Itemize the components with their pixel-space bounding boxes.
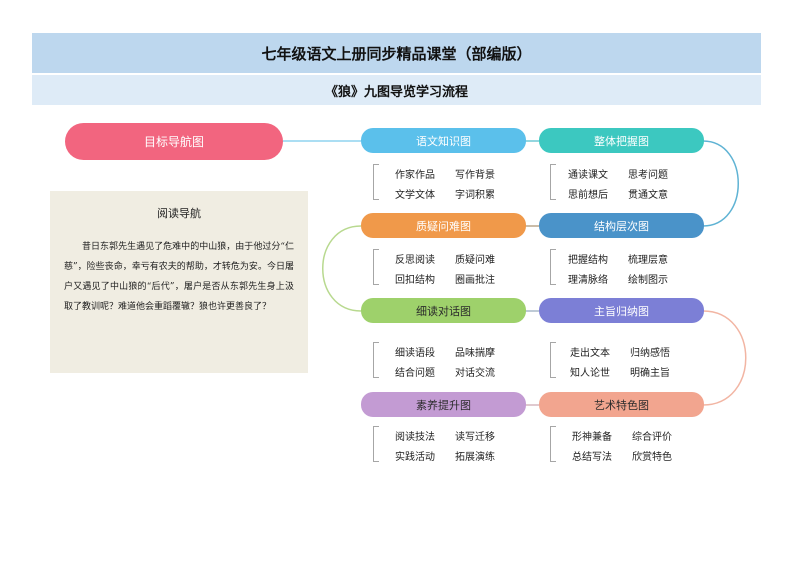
list-item: 综合评价 [632,432,672,443]
list-item: 把握结构 [568,255,608,266]
list-item: 写作背景 [455,170,495,181]
list-item: 通读课文 [568,170,608,181]
node-items-questioning: 反思阅读 质疑问难 回扣结构 圈画批注 [373,247,523,287]
list-item: 思考问题 [628,170,668,181]
list-item: 字词积累 [455,190,495,201]
list-item: 结合问题 [395,368,435,379]
node-language-knowledge[interactable]: 语文知识图 [361,128,526,153]
node-items-close-reading: 细读语段 品味揣摩 结合问题 对话交流 [373,340,523,380]
connector-node6-to-node8 [702,310,747,406]
node-theme-summary[interactable]: 主旨归纳图 [539,298,704,323]
list-item: 形神兼备 [572,432,612,443]
bracket-line [373,426,379,462]
node-items-theme-summary: 走出文本 归纳感悟 知人论世 明确主旨 [550,340,700,380]
list-item: 作家作品 [395,170,435,181]
connector-node2-to-node4 [702,140,739,227]
list-item: 欣赏特色 [632,452,672,463]
node-questioning[interactable]: 质疑问难图 [361,213,526,238]
page-title: 七年级语文上册同步精品课堂（部编版） [32,33,761,73]
list-item: 读写迁移 [455,432,495,443]
connector-node3-to-node5 [322,225,362,312]
list-item: 文学文体 [395,190,435,201]
list-item: 归纳感悟 [630,348,670,359]
node-items-literacy-enhancement: 阅读技法 读写迁移 实践活动 拓展演练 [373,424,523,464]
list-item: 回扣结构 [395,275,435,286]
bracket-line [550,342,556,378]
root-node-goal-navigation[interactable]: 目标导航图 [65,123,283,160]
node-structure-levels[interactable]: 结构层次图 [539,213,704,238]
node-items-structure-levels: 把握结构 梳理层意 理清脉络 绘制图示 [550,247,700,287]
node-label: 整体把握图 [594,134,649,148]
node-artistic-features[interactable]: 艺术特色图 [539,392,704,417]
node-label: 素养提升图 [416,398,471,412]
node-items-language-knowledge: 作家作品 写作背景 文学文体 字词积累 [373,162,523,202]
node-overall-grasp[interactable]: 整体把握图 [539,128,704,153]
bracket-line [550,426,556,462]
bracket-line [373,342,379,378]
node-label: 艺术特色图 [594,398,649,412]
reading-guide-title: 阅读导航 [157,207,201,220]
list-item: 圈画批注 [455,275,495,286]
node-close-reading[interactable]: 细读对话图 [361,298,526,323]
list-item: 思前想后 [568,190,608,201]
list-item: 拓展演练 [455,452,495,463]
list-item: 反思阅读 [395,255,435,266]
list-item: 总结写法 [572,452,612,463]
page-subtitle: 《狼》九图导览学习流程 [32,75,761,105]
reading-guide-body: 昔日东郭先生遇见了危难中的中山狼，由于他过分“仁慈”，险些丧命，幸亏有农夫的帮助… [64,242,294,312]
node-literacy-enhancement[interactable]: 素养提升图 [361,392,526,417]
node-label: 主旨归纳图 [594,304,649,318]
bracket-line [373,249,379,285]
bracket-line [373,164,379,200]
list-item: 细读语段 [395,348,435,359]
list-item: 知人论世 [570,368,610,379]
reading-guide-panel: 阅读导航 昔日东郭先生遇见了危难中的中山狼，由于他过分“仁慈”，险些丧命，幸亏有… [50,191,308,373]
node-label: 结构层次图 [594,219,649,233]
list-item: 贯通文意 [628,190,668,201]
list-item: 实践活动 [395,452,435,463]
list-item: 质疑问难 [455,255,495,266]
list-item: 绘制图示 [628,275,668,286]
bracket-line [550,249,556,285]
node-items-overall-grasp: 通读课文 思考问题 思前想后 贯通文意 [550,162,700,202]
node-items-artistic-features: 形神兼备 综合评价 总结写法 欣赏特色 [550,424,700,464]
list-item: 品味揣摩 [455,348,495,359]
list-item: 走出文本 [570,348,610,359]
root-node-label: 目标导航图 [143,135,204,149]
list-item: 梳理层意 [628,255,668,266]
bracket-line [550,164,556,200]
list-item: 明确主旨 [630,368,670,379]
list-item: 阅读技法 [395,432,435,443]
node-label: 细读对话图 [416,304,471,318]
list-item: 理清脉络 [568,275,608,286]
list-item: 对话交流 [455,368,495,379]
node-label: 语文知识图 [416,134,471,148]
node-label: 质疑问难图 [416,219,471,233]
